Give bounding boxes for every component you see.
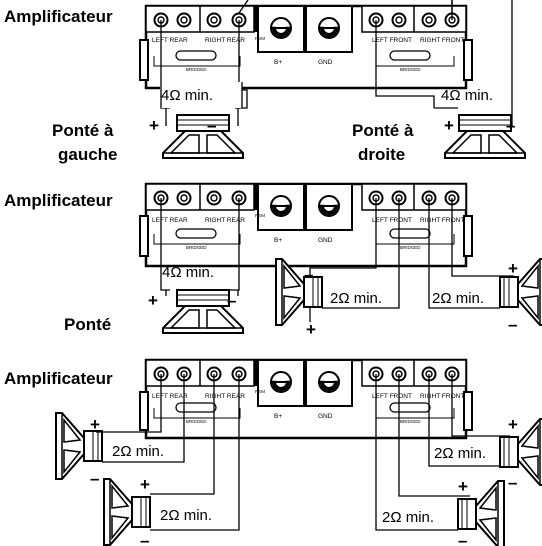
amplifier-body: LEFT REAR RIGHT REAR REM B+ GND LEFT FRO… <box>139 358 473 440</box>
impedance-1: 2Ω min. <box>112 443 164 460</box>
diagram-3: Amplificateur LEFT REAR RIGHT REAR REM B… <box>4 358 542 546</box>
diagram-1: Amplificateur LEFT REAR RIGHT REAR REM B… <box>4 0 526 164</box>
speaker-2ohm-a <box>275 258 323 326</box>
gnd-label: GND <box>318 413 333 420</box>
bridge-right-text-2: droite <box>358 145 405 164</box>
amplifier-label: Amplificateur <box>4 369 113 388</box>
svg-text:+: + <box>306 320 316 339</box>
svg-text:+: + <box>148 291 158 310</box>
bridge-left-text-2: gauche <box>58 145 118 164</box>
speaker-2ohm-b <box>499 258 542 326</box>
svg-text:–: – <box>140 531 149 546</box>
bplus-terminal <box>269 194 293 218</box>
amplifier-label: Amplificateur <box>4 7 113 26</box>
speaker-2ohm-3 <box>499 418 542 486</box>
rem-label: REM <box>255 213 265 218</box>
svg-text:+: + <box>508 259 518 278</box>
left-front-label: LEFT FRONT <box>372 217 412 224</box>
bridge-left-text-1: Ponté à <box>52 121 114 140</box>
right-front-label: RIGHT FRONT <box>420 393 464 400</box>
amplifier-body: LEFT REAR RIGHT REAR REM B+ GND LEFT FRO… <box>139 4 473 90</box>
svg-text:–: – <box>508 473 517 492</box>
right-front-label: RIGHT FRONT <box>420 37 464 44</box>
impedance-right: 4Ω min. <box>441 87 493 104</box>
left-rear-label: LEFT REAR <box>152 37 188 44</box>
svg-text:+: + <box>458 477 468 496</box>
right-rear-label: RIGHT REAR <box>205 217 245 224</box>
gnd-label: GND <box>318 59 333 66</box>
bplus-label: B+ <box>274 59 282 66</box>
svg-text:+: + <box>508 415 518 434</box>
impedance-bridge: 4Ω min. <box>162 264 214 281</box>
gnd-terminal <box>317 370 341 394</box>
gnd-label: GND <box>318 237 333 244</box>
bridged-label-front: BRIDGED <box>400 419 421 424</box>
impedance-a: 2Ω min. <box>330 290 382 307</box>
svg-text:–: – <box>207 116 216 135</box>
svg-text:–: – <box>506 116 515 135</box>
svg-text:–: – <box>90 469 99 488</box>
svg-text:+: + <box>444 116 454 135</box>
bridge-right-text-1: Ponté à <box>352 121 414 140</box>
svg-text:+: + <box>140 475 150 494</box>
bplus-label: B+ <box>274 413 282 420</box>
amplifier-label: Amplificateur <box>4 191 113 210</box>
svg-text:+: + <box>90 415 100 434</box>
bridge-text: Ponté <box>64 315 111 334</box>
rem-label: REM <box>255 36 265 41</box>
diagram-2: Amplificateur LEFT REAR RIGHT REAR REM B… <box>4 182 542 339</box>
speaker-bridged-left <box>162 114 244 159</box>
bplus-terminal <box>269 370 293 394</box>
gnd-terminal <box>317 16 341 40</box>
right-rear-label: RIGHT REAR <box>205 37 245 44</box>
left-front-label: LEFT FRONT <box>372 393 412 400</box>
impedance-2: 2Ω min. <box>160 507 212 524</box>
rem-label: REM <box>255 389 265 394</box>
impedance-3: 2Ω min. <box>434 445 486 462</box>
bplus-terminal <box>269 16 293 40</box>
right-front-label: RIGHT FRONT <box>420 217 464 224</box>
bridged-label-front: BRIDGED <box>400 67 421 72</box>
gnd-terminal <box>317 194 341 218</box>
bridged-label: BRIDGED <box>186 245 207 250</box>
bplus-label: B+ <box>274 237 282 244</box>
left-rear-label: LEFT REAR <box>152 217 188 224</box>
impedance-left: 4Ω min. <box>161 87 213 104</box>
impedance-4: 2Ω min. <box>382 509 434 526</box>
impedance-b: 2Ω min. <box>432 290 484 307</box>
left-front-label: LEFT FRONT <box>372 37 412 44</box>
bridged-label-front: BRIDGED <box>400 245 421 250</box>
bridged-label: BRIDGED <box>186 419 207 424</box>
svg-text:+: + <box>149 116 159 135</box>
svg-text:–: – <box>458 531 467 546</box>
svg-text:–: – <box>304 265 313 284</box>
amplifier-body: LEFT REAR RIGHT REAR REM B+ GND LEFT FRO… <box>139 182 473 268</box>
bridged-label: BRIDGED <box>186 67 207 72</box>
right-rear-label: RIGHT REAR <box>205 393 245 400</box>
svg-text:–: – <box>227 291 236 310</box>
svg-text:–: – <box>508 315 517 334</box>
left-rear-label: LEFT REAR <box>152 393 188 400</box>
